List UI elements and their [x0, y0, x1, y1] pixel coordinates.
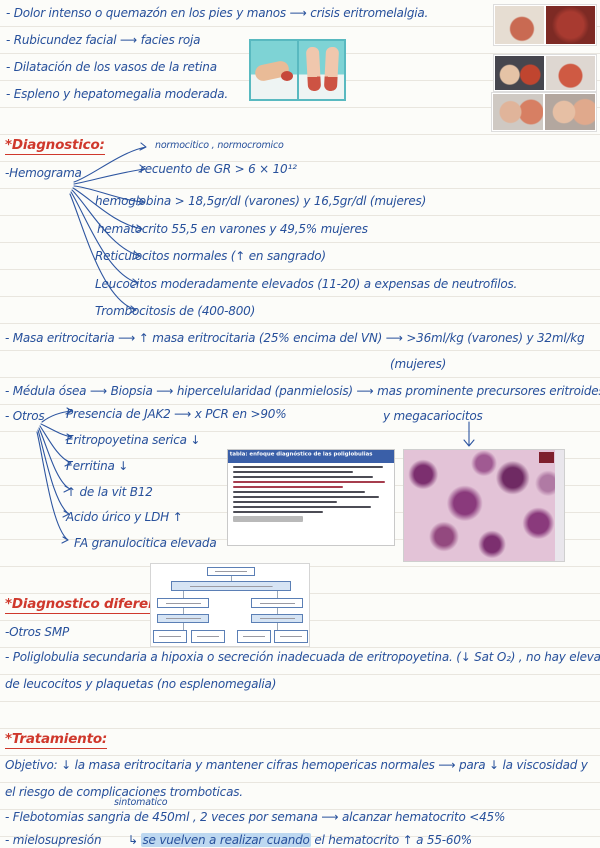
table-text-placeholder [233, 481, 385, 483]
illustration-left-pane [251, 41, 297, 99]
hemograma-item: recuento de GR > 6 × 10¹² [140, 162, 297, 176]
hemograma-item: Reticulocitos normales (↑ en sangrado) [95, 249, 326, 263]
flebotomias-line: - Flebotomias sangria de 450ml , 2 veces… [5, 810, 506, 824]
hemograma-item: hematocrito 55,5 en varones y 49,5% muje… [97, 222, 368, 236]
table-text-placeholder [233, 486, 343, 488]
flowchart-box [251, 598, 303, 608]
bone-marrow-histology-image [403, 449, 565, 562]
red-foot-shape [281, 71, 293, 81]
otros-item: Eritropoyetina serica ↓ [66, 433, 201, 447]
flowchart-connector [231, 576, 232, 581]
soles-photo [493, 94, 543, 130]
clinical-photo-strip-feet [494, 5, 596, 45]
table-title: tabla: enfoque diagnóstico de las poligl… [229, 451, 373, 458]
hands-comparison-photo [495, 56, 544, 90]
hemograma-label: -Hemograma [5, 166, 82, 180]
objetivo-line: Objetivo: ↓ la masa eritrocitaria y mant… [5, 758, 588, 772]
poliglobulia-secundaria-cont: de leucocitos y plaquetas (no esplenomeg… [5, 677, 277, 691]
hemograma-item: Trombocitosis de (400-800) [95, 304, 256, 318]
leg-shape [305, 46, 321, 92]
poliglobulia-secundaria-line: - Poliglobulia secundaria a hipoxia o se… [5, 650, 600, 664]
sintomatico-annotation: sintomatico [114, 797, 168, 808]
flowchart-box [157, 598, 209, 608]
flowchart-box [171, 581, 291, 591]
poliglobulias-table-figure: tabla: enfoque diagnóstico de las poligl… [227, 449, 395, 546]
flowchart-box [153, 630, 187, 643]
symptom-line: - Dolor intenso o quemazón en los pies y… [6, 6, 429, 20]
flowchart-box [191, 630, 225, 643]
otros-item: Acido úrico y LDH ↑ [66, 510, 183, 524]
masa-eritrocitaria-line: - Masa eritrocitaria ⟶ ↑ masa eritrocita… [5, 331, 585, 345]
diagnostic-algorithm-flowchart [150, 563, 310, 647]
medula-osea-cont: y megacariocitos [383, 409, 483, 423]
histology-margin-strip [555, 450, 564, 561]
clinical-photo-strip-hands [494, 55, 596, 91]
table-text-placeholder [233, 476, 373, 478]
otros-item: Presencia de JAK2 ⟶ x PCR en >90% [66, 407, 287, 421]
otros-item: ↑ de la vit B12 [66, 485, 153, 499]
flowchart-connector [277, 591, 278, 598]
table-text-placeholder [233, 496, 379, 498]
table-text-placeholder [233, 466, 383, 468]
red-hand-photo [546, 56, 595, 90]
table-text-placeholder [233, 501, 337, 503]
down-arrow-to-histology [463, 421, 475, 447]
flowchart-box [274, 630, 308, 643]
flowchart-connector [183, 608, 184, 614]
medula-osea-line: - Médula ósea ⟶ Biopsia ⟶ hipercelularid… [5, 384, 600, 398]
table-text-placeholder [233, 471, 353, 473]
diagnostico-heading: *Diagnostico: [5, 137, 105, 155]
mielosupresion-line: ↳ se vuelven a realizar cuando el hemato… [128, 833, 472, 847]
clinical-photo-strip-soles [492, 93, 596, 131]
otros-label: - Otros [5, 409, 45, 423]
otros-item: FA granulocitica elevada [74, 536, 217, 550]
symptom-line: - Rubicundez facial ⟶ facies roja [6, 33, 201, 47]
histology-inset-box [539, 452, 554, 463]
highlighted-text: se vuelven a realizar cuando [141, 833, 311, 847]
flowchart-box [237, 630, 271, 643]
leg-shape [323, 46, 339, 92]
flowchart-connector [277, 623, 278, 630]
flowchart-connector [277, 608, 278, 614]
flowchart-box [207, 567, 255, 576]
return-arrow-glyph: ↳ [128, 833, 142, 847]
mielosupresion-label: - mielosupresión [5, 833, 102, 847]
table-text-placeholder [233, 506, 371, 508]
otros-smp-line: -Otros SMP [5, 625, 70, 639]
table-header-bar: tabla: enfoque diagnóstico de las poligl… [228, 450, 394, 463]
hemograma-item: Leucocitos moderadamente elevados (11-20… [95, 277, 518, 291]
otros-item: Ferritina ↓ [66, 459, 129, 473]
flowchart-connector [183, 623, 184, 630]
masa-eritrocitaria-cont: (mujeres) [390, 357, 447, 371]
mielosupresion-rest: el hematocrito ↑ a 55-60% [310, 833, 472, 847]
tratamiento-heading: *Tratamiento: [5, 731, 108, 749]
erythromelalgia-illustration [249, 39, 346, 101]
otros-branch-arrows [36, 407, 73, 544]
soles-photo [545, 94, 595, 130]
illustration-right-pane [298, 41, 344, 99]
diferencial-heading: *Diagnostico diferencial: [5, 596, 189, 614]
hemograma-branch-arrows [69, 142, 147, 314]
flowchart-box [157, 614, 209, 623]
flowchart-connector [183, 591, 184, 598]
table-text-placeholder [233, 491, 365, 493]
symptom-line: - Dilatación de los vasos de la retina [6, 60, 217, 74]
table-caption-placeholder [233, 516, 303, 522]
red-feet-photo [546, 6, 595, 44]
hemograma-note: normocitico , normocromico [155, 140, 284, 151]
flowchart-box [251, 614, 303, 623]
objetivo-cont: el riesgo de complicaciones tromboticas. [5, 785, 243, 799]
table-text-placeholder [233, 511, 323, 513]
symptom-line: - Espleno y hepatomegalia moderada. [6, 87, 228, 101]
hemograma-item: hemoglobina > 18,5gr/dl (varones) y 16,5… [95, 194, 427, 208]
foot-photo [495, 6, 544, 44]
